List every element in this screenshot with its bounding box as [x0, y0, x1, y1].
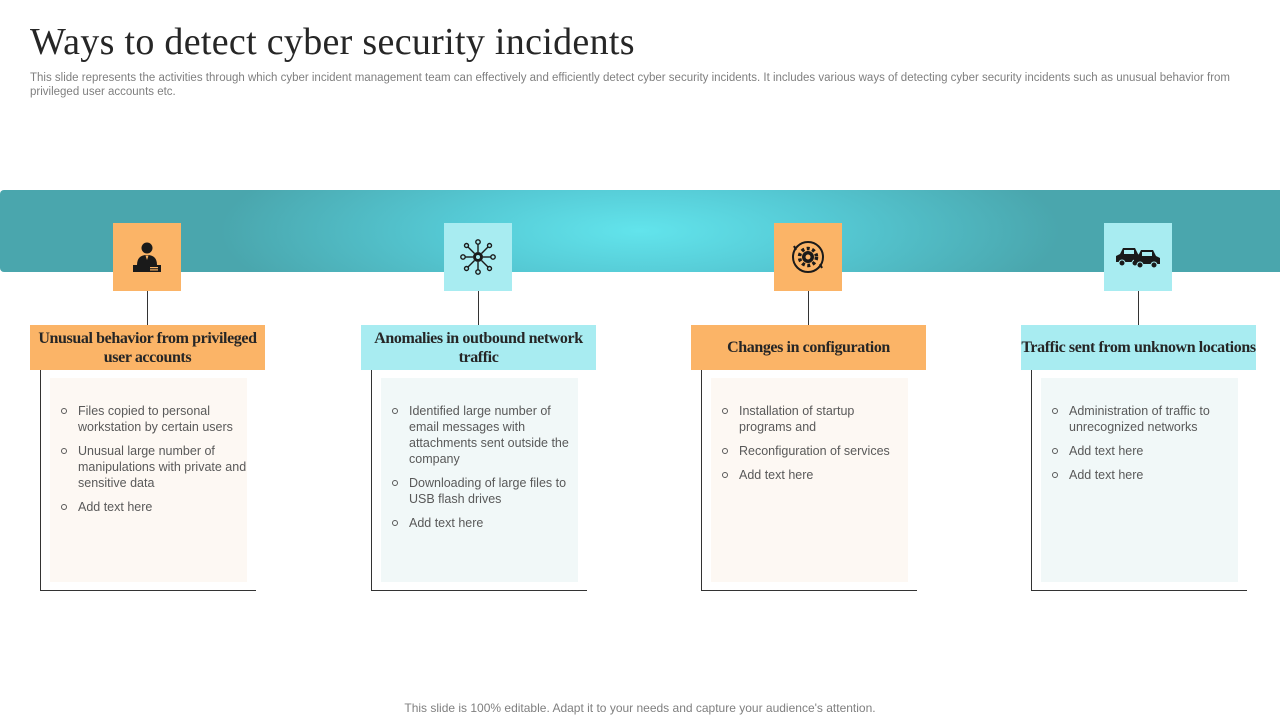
- column-heading: Anomalies in outbound network traffic: [361, 325, 596, 370]
- list-item: Add text here: [60, 499, 247, 515]
- footer-note: This slide is 100% editable. Adapt it to…: [404, 701, 876, 715]
- list-item: Add text here: [1051, 467, 1238, 483]
- connector-line: [478, 291, 479, 325]
- icon-box: [774, 223, 842, 291]
- header-band: [0, 190, 1280, 272]
- column-heading: Unusual behavior from privileged user ac…: [30, 325, 265, 370]
- list-item: Add text here: [391, 515, 578, 531]
- incident-column-1: Unusual behavior from privileged user ac…: [30, 0, 270, 720]
- gear-cycle-icon: [789, 238, 827, 276]
- connector-line: [147, 291, 148, 325]
- frame-line: [701, 370, 702, 591]
- connector-line: [808, 291, 809, 325]
- column-heading: Traffic sent from unknown locations: [1021, 325, 1256, 370]
- content-card: Files copied to personal workstation by …: [50, 378, 247, 582]
- frame-line: [371, 370, 372, 591]
- list-item: Add text here: [1051, 443, 1238, 459]
- list-item: Installation of startup programs and: [721, 403, 908, 435]
- frame-line: [40, 590, 256, 591]
- incident-column-3: Changes in configuration Installation of…: [691, 0, 931, 720]
- connector-line: [1138, 291, 1139, 325]
- frame-line: [701, 590, 917, 591]
- cars-icon: [1115, 244, 1161, 270]
- list-item: Reconfiguration of services: [721, 443, 908, 459]
- list-item: Unusual large number of manipulations wi…: [60, 443, 247, 491]
- list-item: Add text here: [721, 467, 908, 483]
- content-card: Installation of startup programs and Rec…: [711, 378, 908, 582]
- page-title: Ways to detect cyber security incidents: [30, 21, 635, 63]
- network-nodes-icon: [459, 238, 497, 276]
- list-item: Files copied to personal workstation by …: [60, 403, 247, 435]
- frame-line: [1031, 590, 1247, 591]
- column-heading: Changes in configuration: [691, 325, 926, 370]
- content-card: Administration of traffic to unrecognize…: [1041, 378, 1238, 582]
- user-at-desk-icon: [130, 240, 164, 274]
- icon-box: [444, 223, 512, 291]
- page-subtitle: This slide represents the activities thr…: [30, 72, 1231, 98]
- list-item: Identified large number of email message…: [391, 403, 578, 467]
- frame-line: [40, 370, 41, 591]
- frame-line: [1031, 370, 1032, 591]
- list-item: Downloading of large files to USB flash …: [391, 475, 578, 507]
- icon-box: [113, 223, 181, 291]
- frame-line: [371, 590, 587, 591]
- list-item: Administration of traffic to unrecognize…: [1051, 403, 1238, 435]
- incident-column-2: Anomalies in outbound network traffic Id…: [361, 0, 601, 720]
- content-card: Identified large number of email message…: [381, 378, 578, 582]
- icon-box: [1104, 223, 1172, 291]
- incident-column-4: Traffic sent from unknown locations Admi…: [1021, 0, 1261, 720]
